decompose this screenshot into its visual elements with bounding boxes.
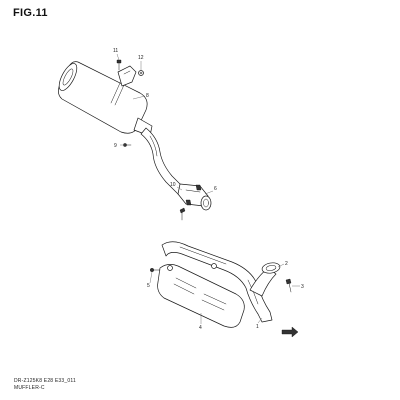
diagram-name: MUFFLER-C — [14, 385, 45, 391]
washer-12 — [138, 70, 144, 76]
callout-10: 10 — [170, 182, 176, 188]
front-arrow-icon — [281, 326, 299, 338]
leader-lines — [116, 53, 300, 324]
callout-1: 1 — [256, 324, 259, 330]
bolt-3 — [285, 278, 292, 293]
callout-4: 4 — [199, 325, 202, 331]
muffler-body — [58, 61, 153, 137]
diagram-code: DR-Z125K8 E28 E33_011 — [14, 378, 76, 384]
figure-title: FIG.11 — [13, 7, 48, 19]
pipe-joint-clamp — [177, 183, 212, 211]
exhaust-flange — [261, 262, 281, 274]
exhaust-header-pipe — [161, 241, 277, 323]
callout-6: 6 — [214, 186, 217, 192]
callout-12: 12 — [138, 55, 144, 61]
heat-shield — [157, 263, 245, 328]
callout-3: 3 — [301, 284, 304, 290]
bolt-10 — [179, 207, 186, 221]
screw-5 — [149, 268, 161, 273]
callout-8: 8 — [146, 93, 149, 99]
callout-9: 9 — [114, 143, 117, 149]
callout-5: 5 — [147, 283, 150, 289]
callout-11: 11 — [113, 48, 118, 54]
callout-2: 2 — [285, 261, 288, 267]
muffler-pipe — [140, 127, 187, 197]
bolt-11 — [116, 59, 122, 71]
callout-labels: 11 12 8 9 10 6 2 3 5 4 1 — [113, 48, 304, 331]
